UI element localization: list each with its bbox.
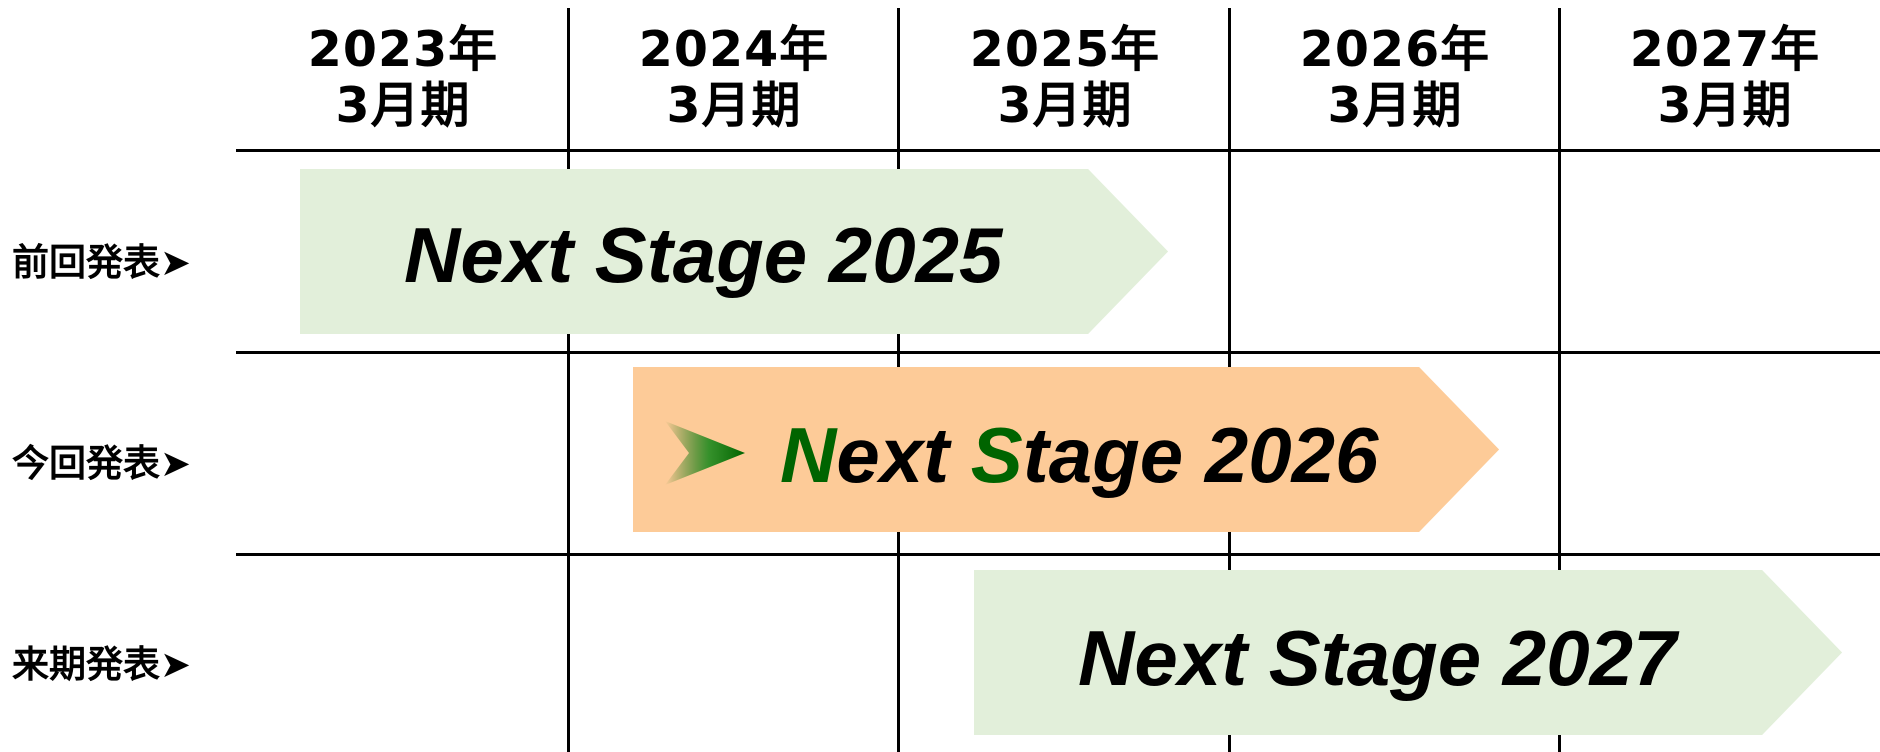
plan-title-current-accent: S bbox=[970, 411, 1023, 499]
column-header-2027: 2027年 3月期 bbox=[1629, 21, 1821, 134]
plan-arrow-current-fill bbox=[633, 367, 1499, 532]
grid-vline bbox=[567, 8, 570, 752]
plan-title-current-accent: N bbox=[780, 411, 837, 499]
grid-vline bbox=[1558, 8, 1561, 752]
plan-arrow-next-fill bbox=[974, 570, 1842, 735]
grid-hline bbox=[236, 351, 1880, 354]
plan-title-previous: Next Stage 2025 bbox=[404, 211, 1003, 299]
plan-arrow-previous-fill bbox=[300, 169, 1168, 334]
plan-title-next: Next Stage 2027 bbox=[1078, 614, 1677, 702]
column-header-2023: 2023年 3月期 bbox=[307, 21, 499, 134]
column-header-2026: 2026年 3月期 bbox=[1299, 21, 1491, 134]
chevron-arrow-icon bbox=[665, 421, 745, 485]
grid-hline bbox=[236, 149, 1880, 152]
row-label-next: 来期発表➤ bbox=[12, 643, 192, 686]
row-label-previous: 前回発表➤ bbox=[12, 241, 192, 284]
column-header-2024: 2024年 3月期 bbox=[638, 21, 830, 134]
row-label-current: 今回発表➤ bbox=[12, 442, 192, 485]
grid-hline bbox=[236, 553, 1880, 556]
column-header-2025: 2025年 3月期 bbox=[969, 21, 1161, 134]
plan-title-current: Next Stage 2026 bbox=[780, 411, 1379, 499]
